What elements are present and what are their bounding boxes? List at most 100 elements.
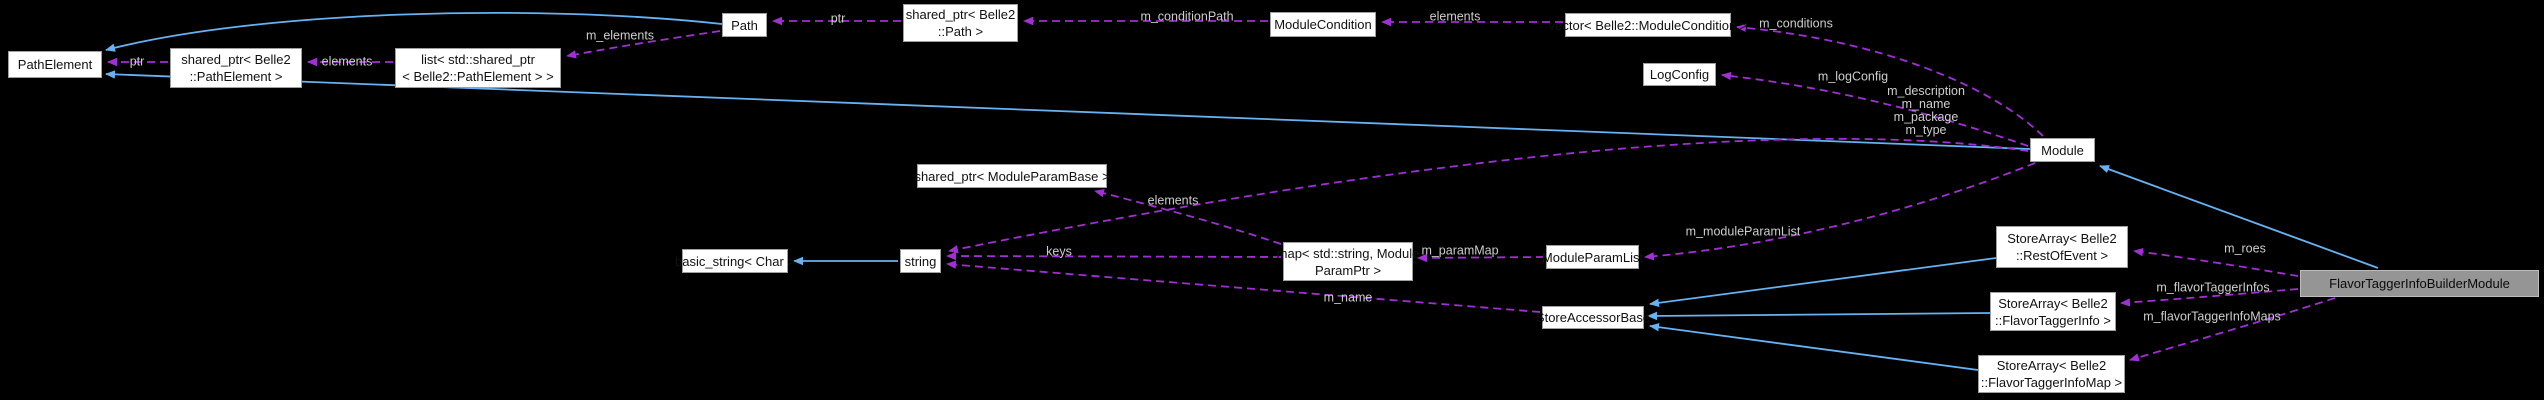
node-label-line: Path xyxy=(731,17,758,33)
edge-label-elements-3: elements xyxy=(1147,193,1199,208)
node-label-line: shared_ptr< Belle2 xyxy=(905,7,1016,22)
node-storearray-restofevent[interactable]: StoreArray< Belle2::RestOfEvent > xyxy=(1996,226,2128,268)
edge-label-m-logconfig: m_logConfig xyxy=(1817,69,1889,84)
node-label-line: shared_ptr< Belle2 xyxy=(181,52,291,67)
edge-label-line: elements xyxy=(1147,193,1199,208)
edge-path-inherits-pathelement xyxy=(105,11,723,52)
node-label-line: shared_ptr< ModuleParamBase > xyxy=(914,168,1110,184)
edge-label-m-conditionpath: m_conditionPath xyxy=(1140,9,1234,24)
node-label-line: ::RestOfEvent > xyxy=(2015,248,2109,263)
node-label-line: < Belle2::PathElement > > xyxy=(402,69,554,84)
edge-ftibm-uses-fti xyxy=(2120,288,2299,307)
edge-label-line: m_name xyxy=(1323,290,1373,305)
node-logconfig[interactable]: LogConfig xyxy=(1643,63,1716,86)
node-string[interactable]: string xyxy=(900,249,941,273)
edge-label-m-roes: m_roes xyxy=(2224,241,2266,256)
edge-label-line: ptr xyxy=(129,54,145,69)
node-storearray-flavortaggerinfomap[interactable]: StoreArray< Belle2::FlavorTaggerInfoMap … xyxy=(1978,355,2125,393)
edge-label-line: m_description xyxy=(1887,84,1965,98)
edge-label-line: m_conditionPath xyxy=(1140,9,1234,24)
node-shared-ptr-moduleparambase[interactable]: shared_ptr< ModuleParamBase > xyxy=(914,164,1110,188)
edge-label-line: m_package xyxy=(1893,110,1959,124)
node-shared-ptr-path[interactable]: shared_ptr< Belle2::Path > xyxy=(903,4,1018,42)
node-label-line: ::Path > xyxy=(937,24,984,39)
node-pathelement[interactable]: PathElement xyxy=(8,51,102,78)
edge-label-m-moduleparamlist: m_moduleParamList xyxy=(1685,224,1801,239)
edge-ftibm-uses-ftim xyxy=(2129,297,2336,362)
node-modulecondition[interactable]: ModuleCondition xyxy=(1270,12,1376,37)
edge-label-line: m_type xyxy=(1905,123,1947,137)
edge-label-m-name: m_name xyxy=(1323,290,1373,305)
edge-module-uses-string xyxy=(948,137,2029,254)
node-label-line: Module xyxy=(2041,142,2084,158)
node-flavortaggerinfobuildermodule: FlavorTaggerInfoBuilderModule xyxy=(2300,270,2539,297)
edge-label-keys: keys xyxy=(1046,244,1072,259)
edge-label-line: ptr xyxy=(830,11,846,26)
edge-mpl-uses-map xyxy=(1417,253,1545,263)
edge-label-line: m_conditions xyxy=(1759,16,1833,31)
edge-label-m-flavortaggerinfomaps: m_flavorTaggerInfoMaps xyxy=(2143,309,2281,324)
node-storearray-flavortaggerinfo[interactable]: StoreArray< Belle2::FlavorTaggerInfo > xyxy=(1990,292,2116,331)
edge-ftibm-uses-roe xyxy=(2133,247,2299,277)
edge-module-uses-logconfig xyxy=(1721,71,2029,147)
node-label-line: map< std::string, Module xyxy=(1276,245,1420,261)
edge-storearray-roe-inherits-sab xyxy=(1649,257,1997,307)
node-basic-string-char[interactable]: basic_string< Char > xyxy=(675,249,795,273)
node-label-line: LogConfig xyxy=(1649,67,1710,82)
node-label-line: ModuleParamList xyxy=(1541,249,1644,265)
edge-label-m-flavortaggerinfos: m_flavorTaggerInfos xyxy=(2156,280,2270,295)
node-path[interactable]: Path xyxy=(722,13,767,37)
node-label-line: PathElement xyxy=(17,57,93,72)
edge-label-ptr-1: ptr xyxy=(129,54,145,69)
node-label-line: list< std::shared_ptr xyxy=(421,52,535,67)
node-label-line: StoreArray< Belle2 xyxy=(2007,231,2117,246)
edge-map-uses-string xyxy=(946,251,1282,261)
edge-label-line: m_logConfig xyxy=(1817,69,1889,84)
edge-sab-uses-string xyxy=(946,260,1541,313)
node-label-line: StoreArray< Belle2 xyxy=(1998,295,2108,311)
node-label-line: string xyxy=(904,253,937,269)
node-label-line: ::FlavorTaggerInfo > xyxy=(1995,312,2111,328)
node-shared-ptr-pathelement[interactable]: shared_ptr< Belle2::PathElement > xyxy=(170,48,302,88)
edge-map-uses-spmpb xyxy=(1094,189,1282,245)
node-label-line: basic_string< Char > xyxy=(675,253,795,269)
edge-label-ptr-2: ptr xyxy=(830,11,846,26)
edge-storearray-ftim-inherits-sab xyxy=(1649,323,1979,371)
edge-label-line: m_name xyxy=(1901,97,1951,111)
edge-label-line: elements xyxy=(1429,9,1481,24)
edge-label-line: m_paramMap xyxy=(1421,243,1499,258)
edge-label-line: m_moduleParamList xyxy=(1685,224,1801,239)
edge-label-m-elements: m_elements xyxy=(585,28,655,43)
node-label-line: StoreArray< Belle2 xyxy=(1996,358,2107,373)
node-label-line: ::FlavorTaggerInfoMap > xyxy=(1980,375,2123,390)
node-moduleparamlist[interactable]: ModuleParamList xyxy=(1542,245,1643,269)
node-module[interactable]: Module xyxy=(2030,138,2095,162)
edge-path-uses-list xyxy=(566,30,721,59)
node-label-line: ModuleCondition xyxy=(1274,17,1372,32)
edge-label-m-parammap: m_paramMap xyxy=(1421,243,1499,258)
node-label-line: vector< Belle2::ModuleCondition > xyxy=(1548,17,1748,33)
edge-label-line: keys xyxy=(1046,244,1072,259)
node-storeaccessorbase[interactable]: StoreAccessorBase xyxy=(1536,306,1650,329)
edge-ftibm-inherits-module xyxy=(2099,165,2379,269)
node-vector-modulecondition[interactable]: vector< Belle2::ModuleCondition > xyxy=(1549,13,1747,37)
edge-label-m-conditions: m_conditions xyxy=(1759,16,1833,31)
edge-label-line: elements xyxy=(321,54,373,69)
node-label-line: FlavorTaggerInfoBuilderModule xyxy=(2329,276,2510,291)
edge-label-line: m_flavorTaggerInfos xyxy=(2156,280,2270,295)
edge-storearray-fti-inherits-sab xyxy=(1647,311,1991,321)
node-label-line: StoreAccessorBase xyxy=(1535,310,1651,325)
edge-label-line: m_elements xyxy=(585,28,655,43)
node-label-line: ::PathElement > xyxy=(189,69,283,84)
node-list-shared-ptr-pathelement[interactable]: list< std::shared_ptr< Belle2::PathEleme… xyxy=(395,48,561,88)
node-label-line: ParamPtr > xyxy=(1314,262,1382,278)
edge-label-line: m_roes xyxy=(2224,241,2266,256)
edge-module-uses-vector xyxy=(1736,23,2044,137)
edge-label-elements-1: elements xyxy=(321,54,373,69)
edge-label-elements-2: elements xyxy=(1429,9,1481,24)
edge-label-line: m_flavorTaggerInfoMaps xyxy=(2143,309,2281,324)
